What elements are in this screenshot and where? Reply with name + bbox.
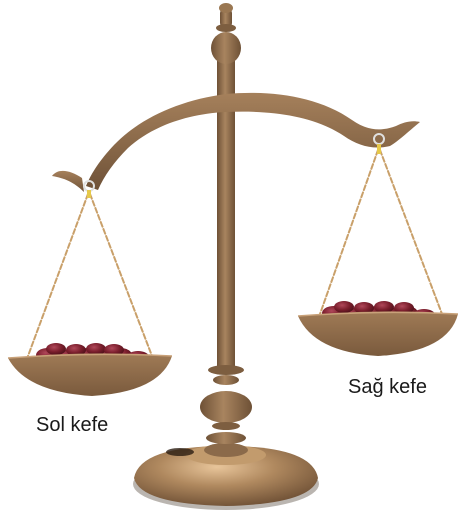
- right-pan-label: Sağ kefe: [348, 376, 427, 399]
- left-pan-label: Sol kefe: [36, 414, 108, 437]
- right-chains: [320, 150, 442, 314]
- left-pan: [8, 343, 172, 396]
- right-hook: [377, 144, 381, 154]
- left-chains: [28, 194, 152, 356]
- scale-column: [200, 3, 252, 444]
- scale-base: [133, 443, 319, 510]
- scale-beam: [52, 93, 420, 192]
- left-hook: [87, 190, 91, 198]
